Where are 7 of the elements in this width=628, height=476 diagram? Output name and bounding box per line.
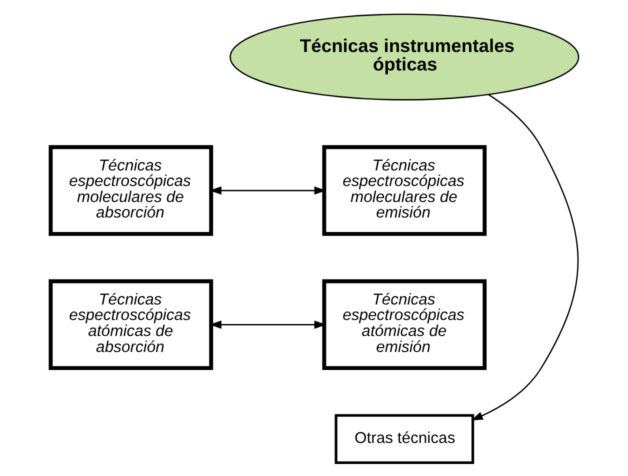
node-ellipse: Técnicas instrumentales ópticas [229,13,579,100]
node-box: Técnicas espectroscópicas atómicas de emisión [322,278,486,370]
node-box: Técnicas espectroscópicas atómicas de absorción [48,278,213,370]
node-box: Técnicas espectroscópicas moleculares de absorción [48,144,213,236]
arrow [470,94,578,420]
node-box: Técnicas espectroscópicas moleculares de emisión [322,144,486,236]
node-box: Otras técnicas [334,414,474,464]
